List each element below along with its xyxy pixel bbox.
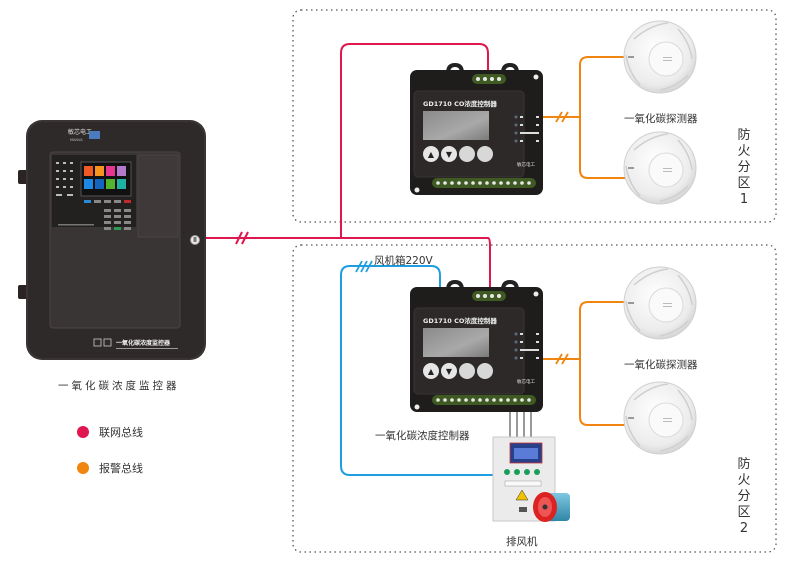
legend-alarm-bus: 报警总线 [77, 460, 143, 476]
monitor-brand: 敏芯电工 [68, 128, 92, 136]
up-button: ▲ [428, 150, 435, 159]
legend-network-bus: 联网总线 [77, 424, 143, 440]
co-detector [623, 381, 697, 455]
legend-label: 联网总线 [99, 426, 143, 439]
detector-label-zone-2: 一氧化碳探测器 [624, 359, 698, 371]
legend-dot-red [77, 426, 89, 438]
controller-model: GD1710 CO浓度控制器 [423, 99, 497, 108]
co-detector [623, 20, 697, 94]
alarm-bus-break-mark [555, 111, 569, 123]
network-bus-break-mark [235, 231, 249, 245]
fan-box-wires [509, 412, 532, 440]
detector-label-zone-1: 一氧化碳探测器 [624, 113, 698, 125]
co-detector [623, 266, 697, 340]
alarm-bus-break-mark [555, 353, 569, 365]
legend-label: 报警总线 [99, 462, 143, 475]
co-detector [623, 131, 697, 205]
up-button: ▲ [428, 367, 435, 376]
controller-zone-1: GD1710 CO浓度控制器 ▲ ▼ 敏芯电工 [410, 62, 543, 195]
down-button: ▼ [446, 150, 453, 159]
fan-power-line [340, 265, 493, 476]
fan-power-label: 风机箱220V [374, 255, 433, 267]
controller-zone-2: GD1710 CO浓度控制器 ▲ ▼ 敏芯电工 [410, 279, 543, 412]
monitor-label: 一氧化碳浓度监控器 [58, 380, 180, 392]
zone-2-label: 防火分区2 [737, 457, 751, 536]
zone-1-border [292, 9, 777, 223]
alarm-bus-zone-2 [542, 301, 630, 426]
monitor-panel-text: 一氧化碳浓度监控器 [116, 339, 171, 347]
network-bus-lines [200, 43, 491, 290]
exhaust-fan [533, 492, 570, 522]
down-button: ▼ [446, 367, 453, 376]
fan-label: 排风机 [506, 536, 538, 548]
alarm-bus-zone-1 [542, 56, 630, 179]
controller-brand: 敏芯电工 [517, 378, 535, 385]
monitor-brand-sub: MANVA [70, 138, 83, 142]
zone-1-label: 防火分区1 [737, 128, 751, 207]
controller-label: 一氧化碳浓度控制器 [375, 430, 470, 442]
co-monitor-cabinet: 敏芯电工 MANVA 一氧化碳浓度监控器 [18, 120, 206, 360]
zone-2-border [292, 244, 777, 553]
controller-model: GD1710 CO浓度控制器 [423, 316, 497, 325]
controller-brand: 敏芯电工 [517, 161, 535, 168]
power-line-break-mark [355, 260, 373, 273]
legend-dot-orange [77, 462, 89, 474]
